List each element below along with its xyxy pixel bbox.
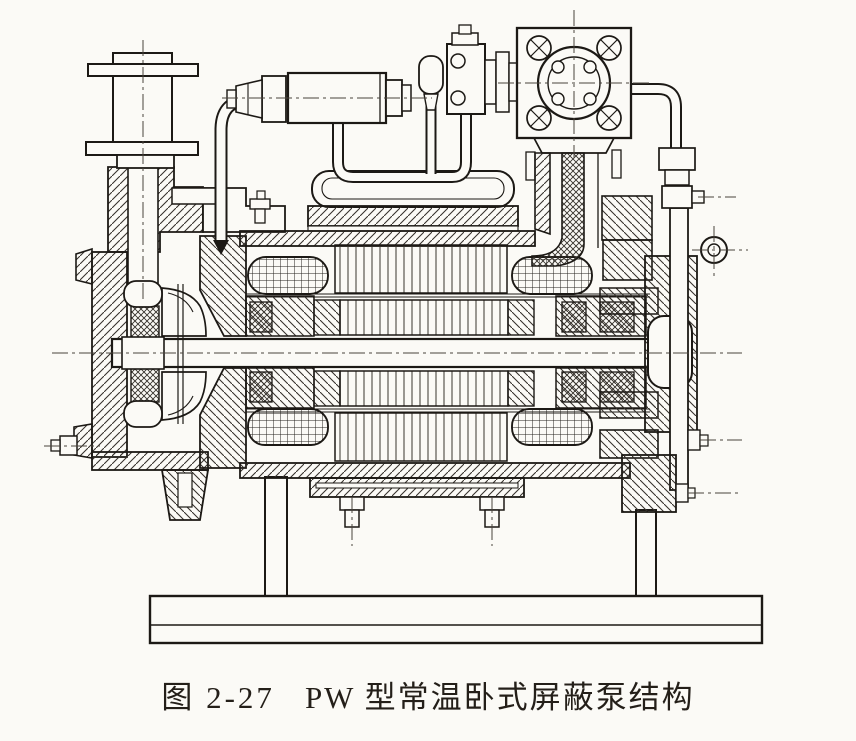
rear-foot	[621, 454, 677, 513]
flange-bolt-holes	[551, 60, 597, 106]
support-leg-front	[264, 476, 288, 598]
figure-title: PW 型常温卧式屏蔽泵结构	[304, 679, 695, 715]
rotor-core-top	[339, 299, 509, 336]
cooler-piping	[332, 92, 472, 183]
stator	[246, 244, 650, 462]
suction-flange-lower	[85, 141, 199, 156]
discharge-neck	[525, 137, 653, 267]
centerlines	[44, 10, 748, 546]
end-winding-top-left	[247, 256, 329, 295]
flow-arrow	[213, 240, 229, 255]
suction-assembly	[85, 52, 199, 169]
figure-number: 图 2-27	[161, 679, 275, 715]
casing-stud-bolt	[249, 190, 271, 224]
impeller-nut-bottom	[123, 400, 163, 428]
stator-core-top	[334, 244, 508, 294]
pump-cross-section-drawing	[44, 10, 764, 645]
stator-core-bottom	[334, 412, 508, 462]
base-plate	[148, 594, 764, 645]
flange-corner-bolts	[526, 35, 622, 131]
front-bearing	[245, 295, 315, 409]
rotor	[313, 299, 535, 407]
supports	[148, 476, 764, 645]
pipe-union	[661, 185, 693, 209]
external-pipe	[632, 83, 705, 209]
end-winding-bottom-left	[247, 408, 329, 446]
figure-caption: 图 2-27 PW 型常温卧式屏蔽泵结构	[0, 664, 856, 724]
rear-cover-tube	[669, 207, 689, 491]
rotor-core-bottom	[339, 370, 509, 407]
support-leg-rear	[635, 509, 657, 598]
cooler-valve	[418, 24, 518, 115]
end-winding-bottom-right	[511, 408, 593, 446]
